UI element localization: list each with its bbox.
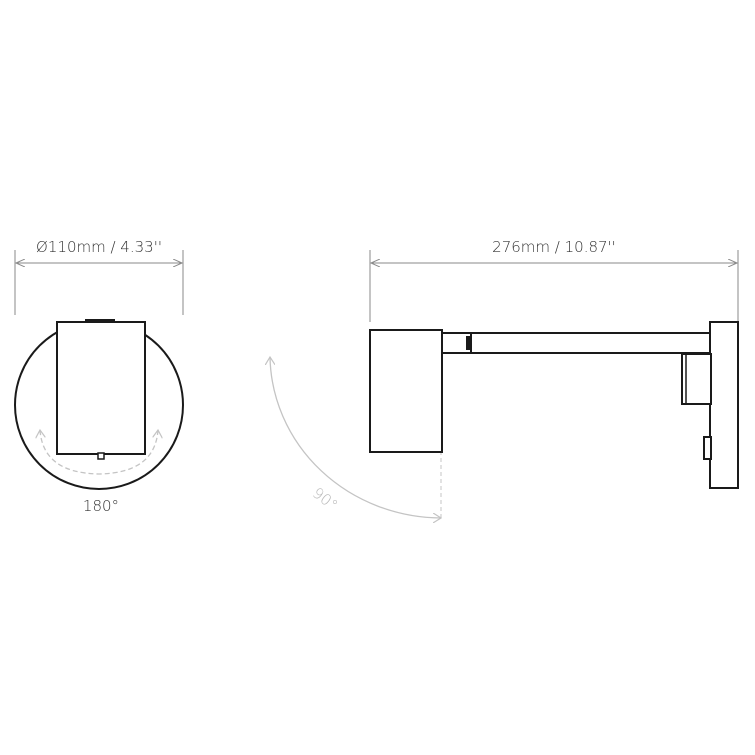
lamp-head-side bbox=[369, 329, 443, 453]
lamp-head-top-cap bbox=[85, 319, 115, 323]
front-view: Ø110mm / 4.33'' 180° bbox=[14, 238, 184, 515]
side-view: 276mm / 10.87'' 90° bbox=[270, 238, 739, 518]
rotation-arrow bbox=[40, 430, 158, 475]
driver-box bbox=[681, 353, 712, 405]
lamp-head-front bbox=[56, 321, 146, 455]
projection-label: 276mm / 10.87'' bbox=[492, 238, 616, 256]
tilt-label: 90° bbox=[309, 484, 341, 515]
projection-dimension: 276mm / 10.87'' bbox=[369, 238, 739, 322]
wall-plate-side bbox=[709, 321, 739, 489]
arm bbox=[469, 332, 712, 354]
rotation-label: 180° bbox=[83, 497, 119, 515]
tilt-arc bbox=[270, 357, 441, 518]
arm-joint-detail bbox=[466, 336, 471, 350]
switch-nub bbox=[97, 452, 105, 460]
diameter-dimension: Ø110mm / 4.33'' bbox=[14, 238, 184, 315]
diameter-label: Ø110mm / 4.33'' bbox=[36, 238, 162, 256]
wall-switch bbox=[703, 436, 712, 460]
